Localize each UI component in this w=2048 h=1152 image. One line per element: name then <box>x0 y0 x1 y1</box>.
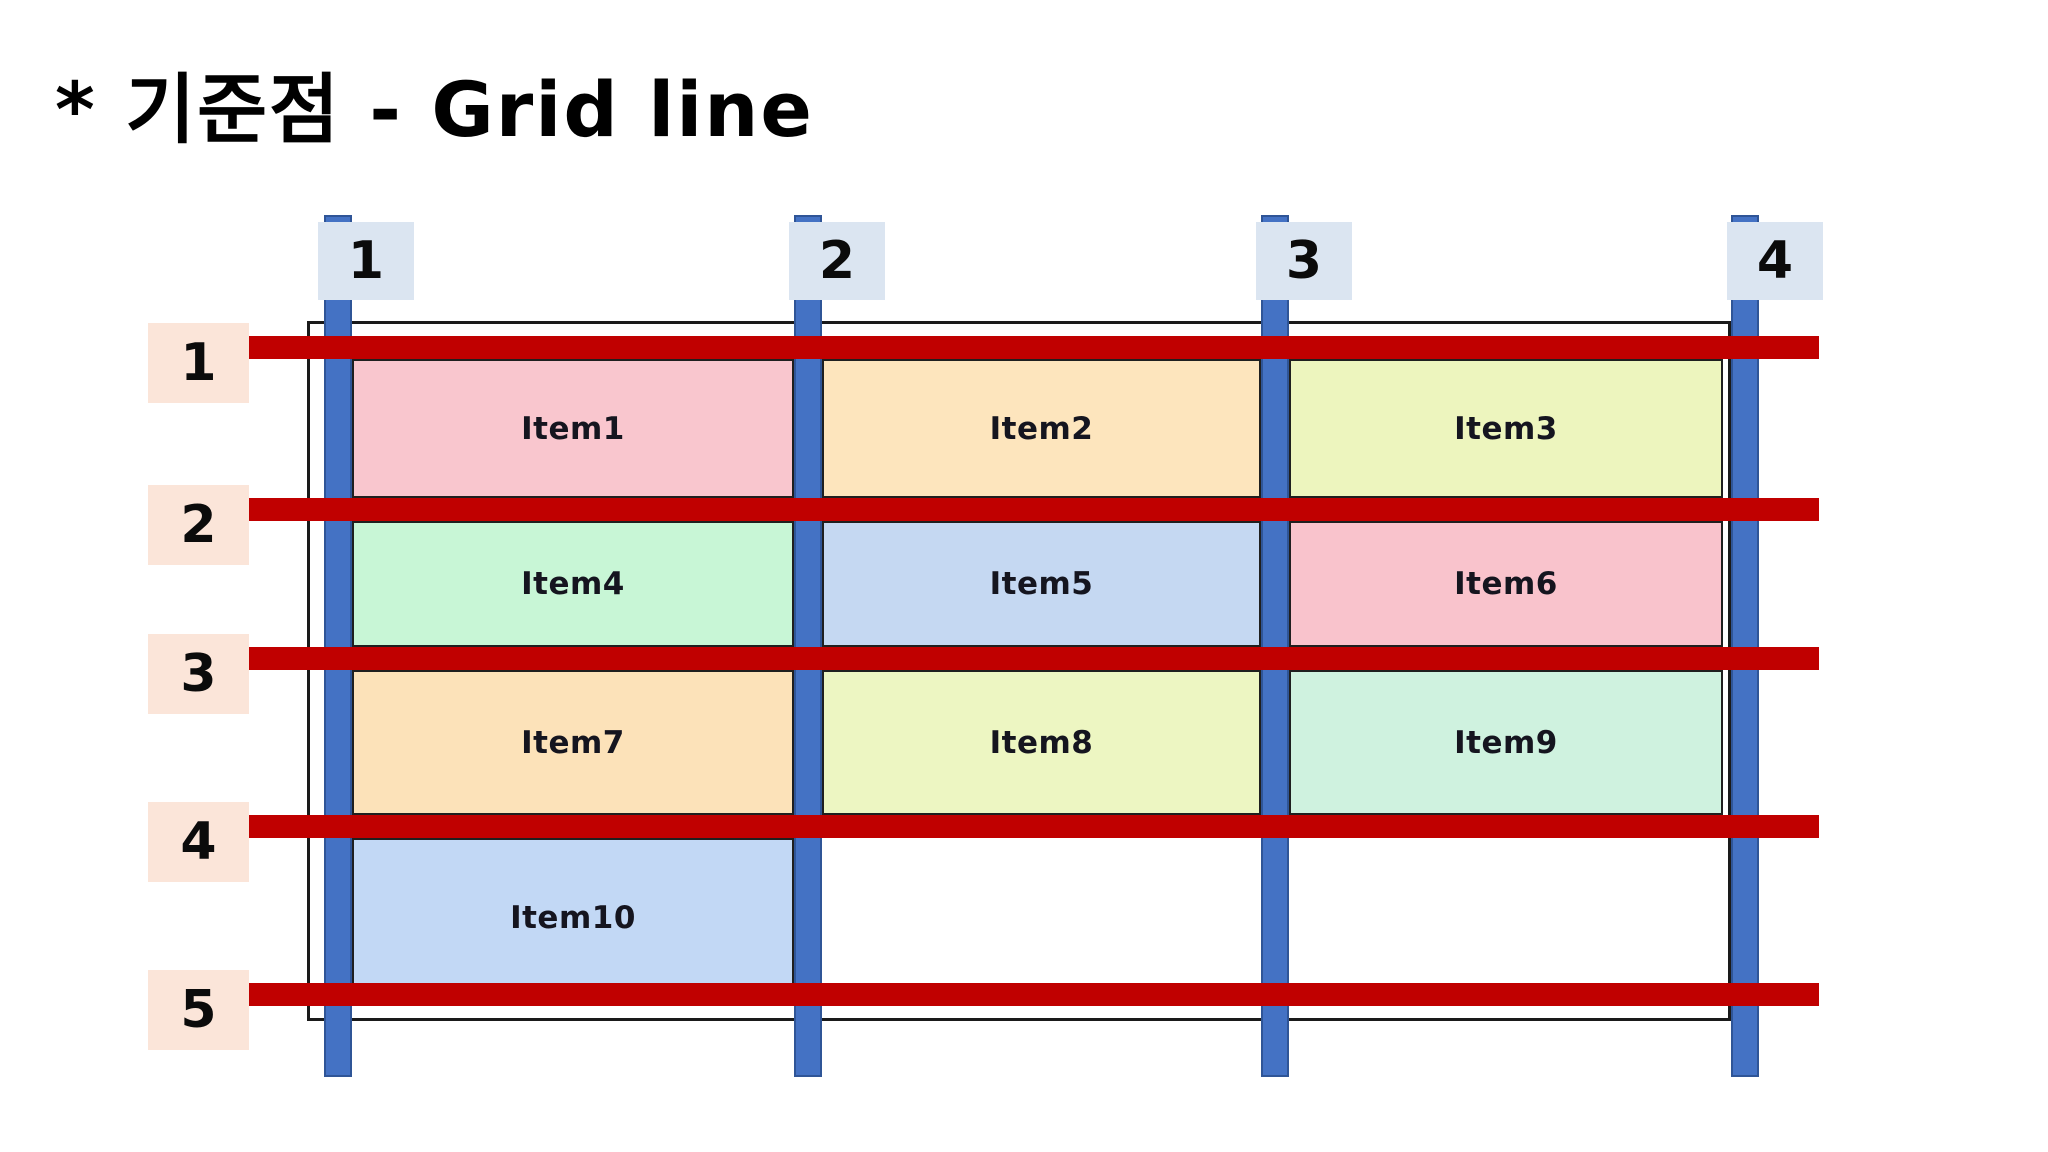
grid-item-label: Item9 <box>1454 724 1558 761</box>
row-line-number: 3 <box>180 644 217 704</box>
grid-item-label: Item1 <box>521 410 625 447</box>
row-line-label-5: 5 <box>148 970 249 1050</box>
grid-item-9: Item9 <box>1289 670 1723 815</box>
grid-container-outline <box>307 321 1731 1021</box>
column-line-number: 4 <box>1756 231 1794 291</box>
grid-item-label: Item10 <box>510 900 636 936</box>
grid-item-5: Item5 <box>822 521 1261 647</box>
grid-item-label: Item8 <box>989 724 1094 761</box>
column-line-label-4: 4 <box>1727 222 1823 300</box>
grid-item-6: Item6 <box>1289 521 1723 647</box>
grid-item-label: Item4 <box>521 566 625 602</box>
row-line-number: 1 <box>180 333 217 393</box>
grid-item-7: Item7 <box>352 670 794 815</box>
grid-item-label: Item5 <box>989 566 1094 602</box>
grid-item-label: Item6 <box>1454 566 1558 602</box>
horizontal-grid-line-1 <box>245 336 1819 359</box>
grid-item-label: Item3 <box>1454 410 1558 447</box>
grid-item-1: Item1 <box>352 359 794 498</box>
row-line-number: 5 <box>180 980 217 1040</box>
grid-item-3: Item3 <box>1289 359 1723 498</box>
grid-item-10: Item10 <box>352 838 794 998</box>
row-line-label-3: 3 <box>148 634 249 714</box>
page-title: * 기준점 - Grid line <box>55 65 814 154</box>
column-line-number: 1 <box>347 231 385 291</box>
column-line-label-3: 3 <box>1256 222 1352 300</box>
column-line-number: 3 <box>1285 231 1323 291</box>
row-line-label-1: 1 <box>148 323 249 403</box>
horizontal-grid-line-2 <box>245 498 1819 521</box>
grid-item-label: Item7 <box>521 724 625 761</box>
row-line-number: 4 <box>180 812 217 872</box>
grid-item-2: Item2 <box>822 359 1261 498</box>
horizontal-grid-line-3 <box>245 647 1819 670</box>
column-line-number: 2 <box>818 231 856 291</box>
row-line-label-4: 4 <box>148 802 249 882</box>
grid-item-label: Item2 <box>989 410 1094 447</box>
grid-item-8: Item8 <box>822 670 1261 815</box>
horizontal-grid-line-4 <box>245 815 1819 838</box>
grid-item-4: Item4 <box>352 521 794 647</box>
column-line-label-2: 2 <box>789 222 885 300</box>
column-line-label-1: 1 <box>318 222 414 300</box>
row-line-number: 2 <box>180 495 217 555</box>
horizontal-grid-line-5 <box>245 983 1819 1006</box>
row-line-label-2: 2 <box>148 485 249 565</box>
